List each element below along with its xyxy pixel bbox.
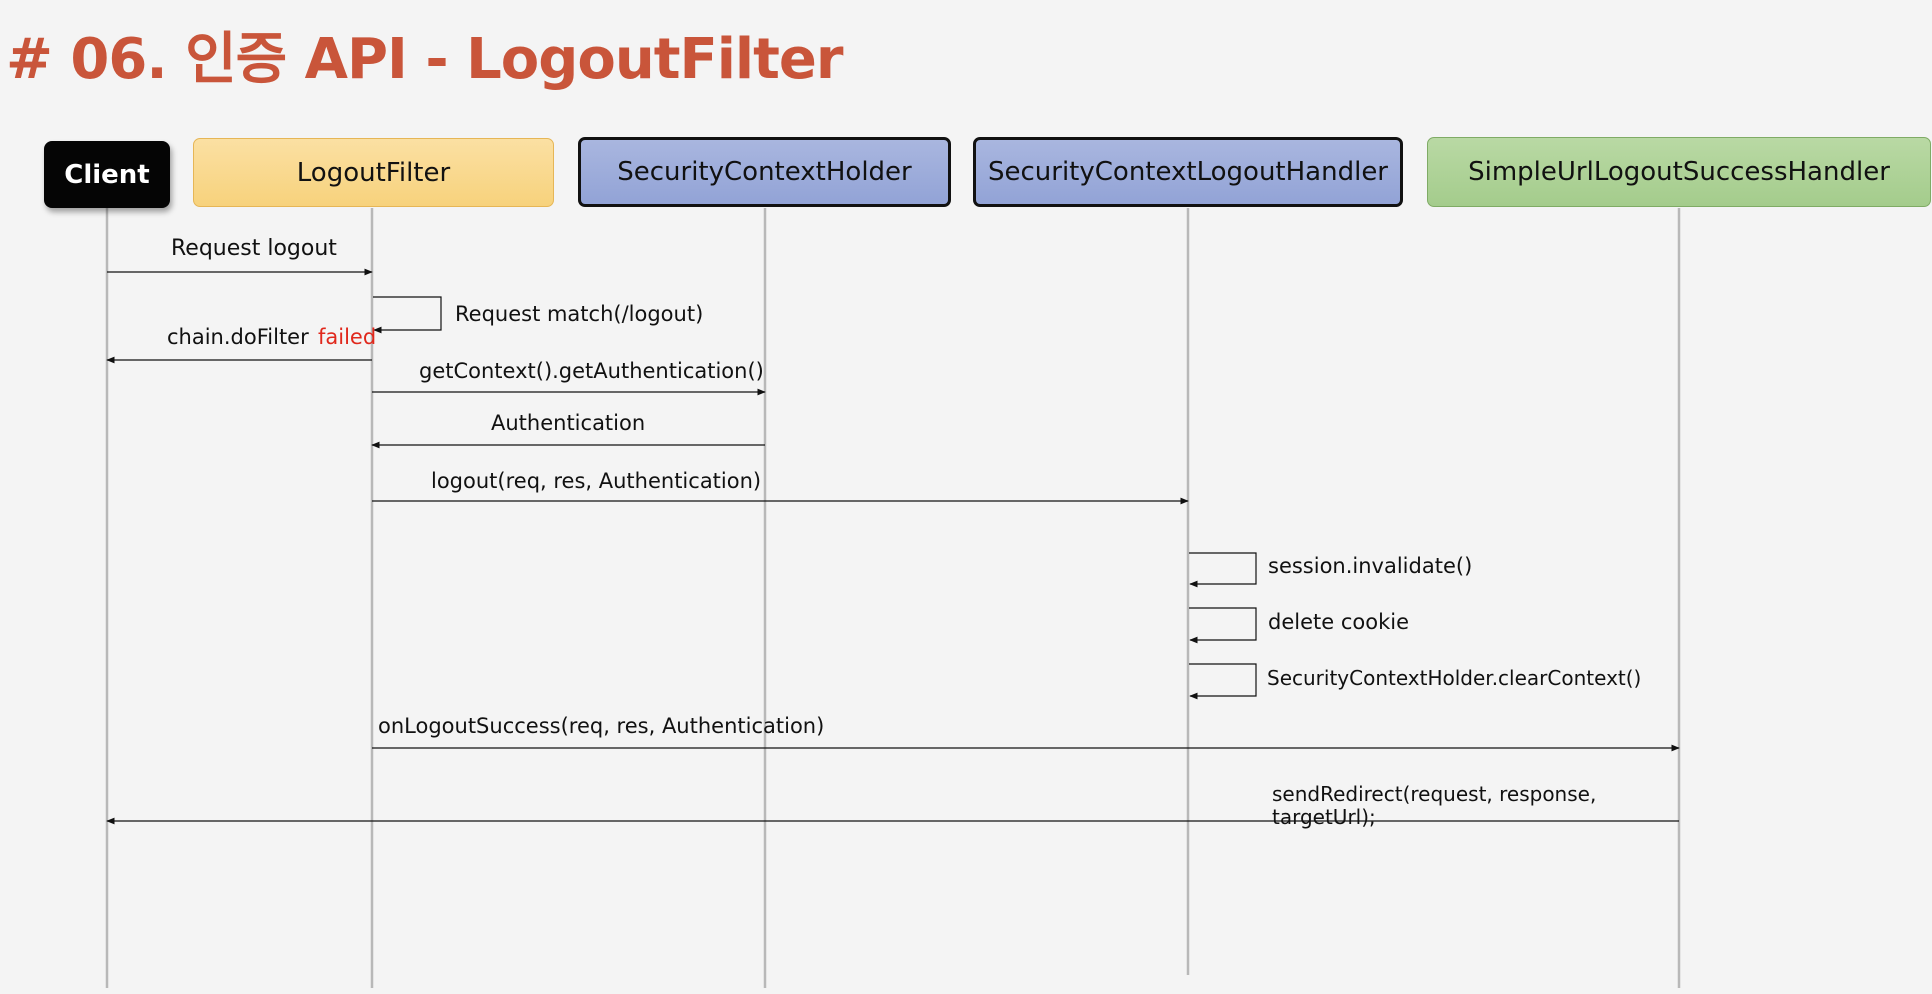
label-send-redirect-line2: targetUrl); xyxy=(1272,805,1376,829)
label-authentication: Authentication xyxy=(491,411,646,435)
arrow-request-match xyxy=(373,296,442,334)
label-clear-context: SecurityContextHolder.clearContext() xyxy=(1267,666,1642,690)
arrow-delete-cookie xyxy=(1189,607,1257,644)
actor-security-context-logout-handler: SecurityContextLogoutHandler xyxy=(973,137,1403,207)
label-send-redirect-line1: sendRedirect(request, response, xyxy=(1272,782,1597,806)
label-on-logout-success: onLogoutSuccess(req, res, Authentication… xyxy=(378,714,825,738)
label-logout-call: logout(req, res, Authentication) xyxy=(431,469,762,493)
label-chain-do-filter: chain.doFilter xyxy=(167,325,309,349)
actor-security-context-holder: SecurityContextHolder xyxy=(578,137,951,207)
arrow-clear-context xyxy=(1189,663,1257,700)
label-delete-cookie: delete cookie xyxy=(1268,610,1409,634)
label-get-context: getContext().getAuthentication() xyxy=(419,359,764,383)
actor-simple-url-logout-success-handler: SimpleUrlLogoutSuccessHandler xyxy=(1427,137,1931,207)
label-session-invalidate: session.invalidate() xyxy=(1268,554,1473,578)
actor-logout-filter: LogoutFilter xyxy=(193,138,554,207)
page-title: # 06. 인증 API - LogoutFilter xyxy=(6,27,843,92)
label-request-logout: Request logout xyxy=(171,236,337,261)
actor-client: Client xyxy=(44,141,170,208)
arrow-session-invalidate xyxy=(1189,552,1257,588)
label-failed: failed xyxy=(318,325,377,349)
label-request-match: Request match(/logout) xyxy=(455,302,704,326)
